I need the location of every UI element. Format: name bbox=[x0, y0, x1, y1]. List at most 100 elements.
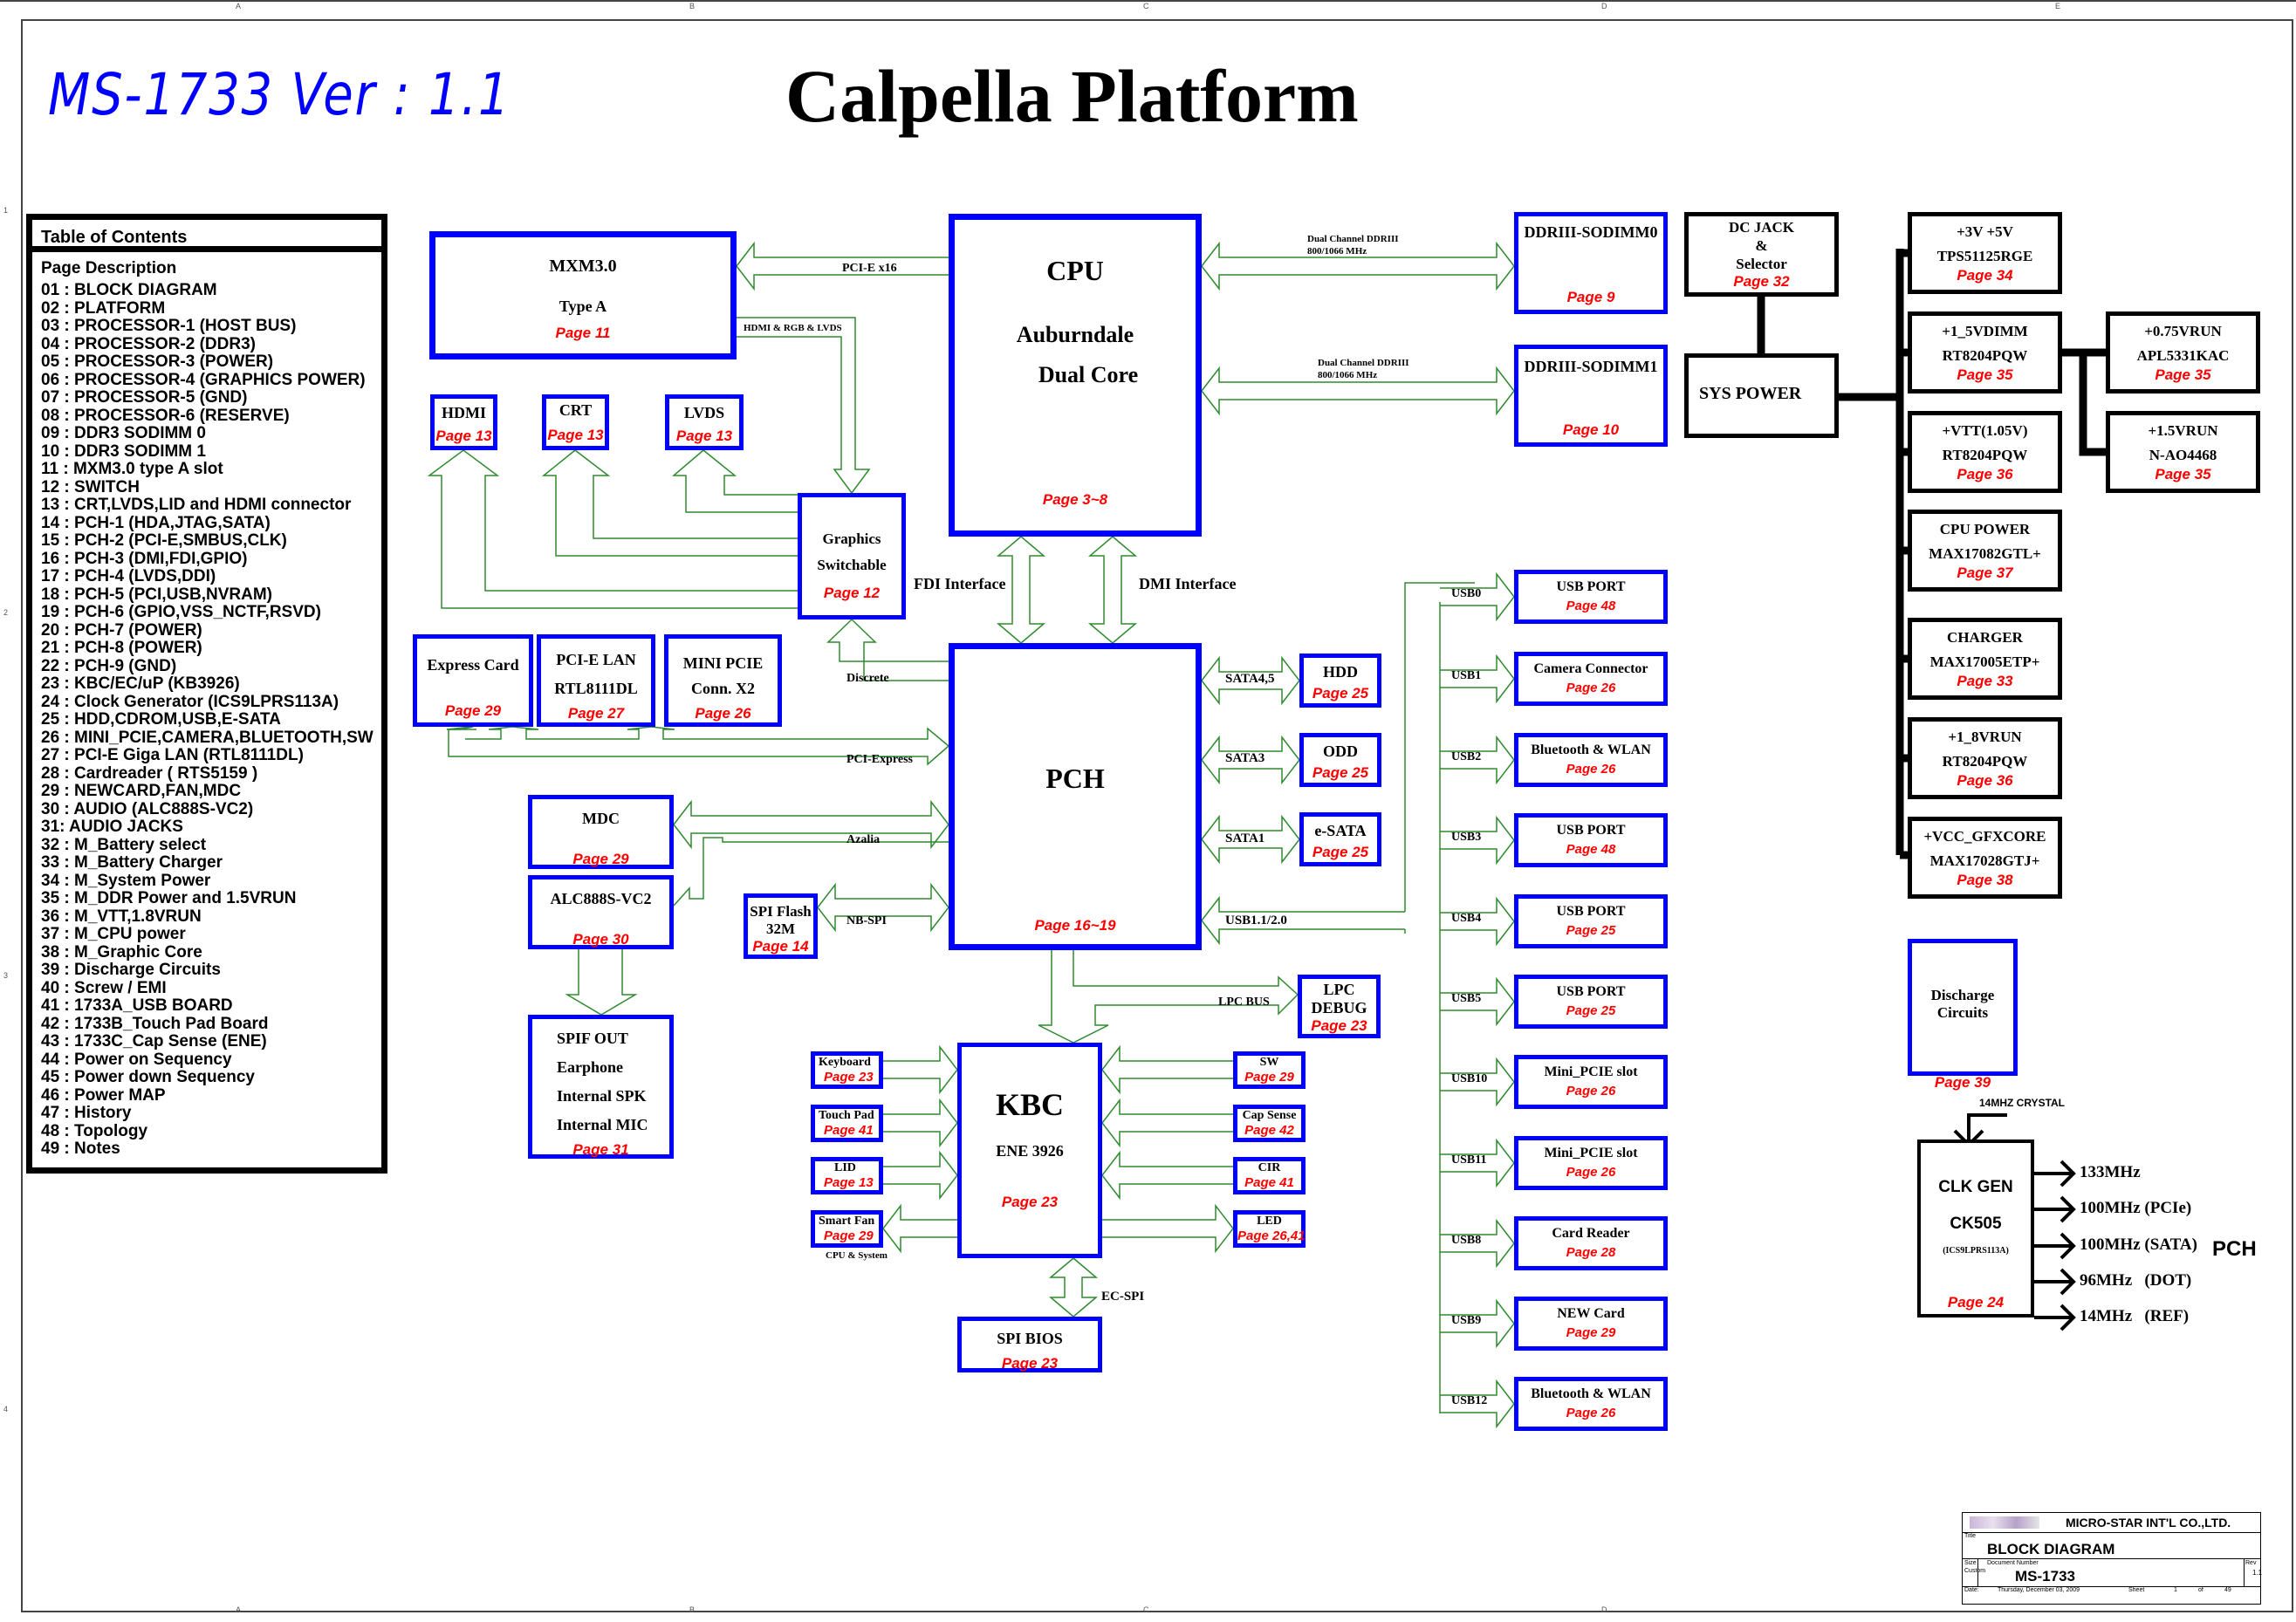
page-ref[interactable]: Page 23 bbox=[1001, 1194, 1059, 1210]
page-ref[interactable]: Page 26 bbox=[1566, 681, 1616, 695]
esata-block[interactable]: e-SATA Page 25 bbox=[1299, 812, 1381, 866]
mxm-block[interactable]: MXM3.0 Type A Page 11 bbox=[429, 231, 737, 359]
sub-rail-block[interactable]: +1.5VRUN N-AO4468 Page 35 bbox=[2106, 411, 2260, 493]
toc-item[interactable]: 15 : PCH-2 (PCI-E,SMBUS,CLK) bbox=[41, 531, 287, 550]
usb-device-block[interactable]: USB PORT Page 48 bbox=[1514, 813, 1668, 867]
page-ref[interactable]: Page 41 bbox=[1244, 1175, 1294, 1190]
page-ref[interactable]: Page 32 bbox=[1733, 273, 1790, 290]
toc-item[interactable]: 32 : M_Battery select bbox=[41, 835, 207, 854]
spi-flash-block[interactable]: SPI Flash 32M Page 14 bbox=[744, 893, 818, 959]
pcie-lan-block[interactable]: PCI-E LAN RTL8111DL Page 27 bbox=[537, 634, 655, 727]
page-ref[interactable]: Page 23 bbox=[824, 1070, 874, 1085]
led-block[interactable]: LED Page 26,41 bbox=[1233, 1210, 1306, 1248]
page-ref[interactable]: Page 39 bbox=[1934, 1074, 1991, 1091]
toc-item[interactable]: 44 : Power on Sequency bbox=[41, 1050, 232, 1069]
power-rail-block[interactable]: +3V +5V TPS51125RGE Page 34 bbox=[1908, 212, 2062, 294]
usb-device-block[interactable]: Bluetooth & WLAN Page 26 bbox=[1514, 1377, 1668, 1431]
smart-fan-block[interactable]: Smart Fan Page 29 bbox=[811, 1210, 883, 1248]
odd-block[interactable]: ODD Page 25 bbox=[1299, 733, 1381, 787]
usb-device-block[interactable]: NEW Card Page 29 bbox=[1514, 1297, 1668, 1351]
sys-power-block[interactable]: SYS POWER bbox=[1684, 353, 1839, 438]
toc-item[interactable]: 20 : PCH-7 (POWER) bbox=[41, 620, 202, 640]
lvds-block[interactable]: LVDS Page 13 bbox=[665, 394, 744, 450]
toc-item[interactable]: 39 : Discharge Circuits bbox=[41, 961, 221, 979]
dc-jack-block[interactable]: DC JACK & Selector Page 32 bbox=[1684, 212, 1839, 297]
toc-item[interactable]: 45 : Power down Sequency bbox=[41, 1068, 255, 1086]
sub-rail-block[interactable]: +0.75VRUN APL5331KAC Page 35 bbox=[2106, 311, 2260, 394]
mini-pcie-block[interactable]: MINI PCIE Conn. X2 Page 26 bbox=[664, 634, 782, 727]
page-ref[interactable]: Page 26 bbox=[1566, 1406, 1616, 1420]
toc-item[interactable]: 41 : 1733A_USB BOARD bbox=[41, 996, 233, 1015]
page-ref[interactable]: Page 33 bbox=[1957, 673, 2013, 689]
page-ref[interactable]: Page 34 bbox=[1957, 267, 2013, 284]
page-ref[interactable]: Page 30 bbox=[572, 931, 629, 948]
usb-device-block[interactable]: USB PORT Page 25 bbox=[1514, 894, 1668, 948]
toc-item[interactable]: 23 : KBC/EC/uP (KB3926) bbox=[41, 674, 240, 693]
toc-item[interactable]: 06 : PROCESSOR-4 (GRAPHICS POWER) bbox=[41, 370, 366, 389]
page-ref[interactable]: Page 12 bbox=[823, 585, 881, 601]
page-ref[interactable]: Page 29 bbox=[824, 1228, 874, 1243]
page-ref[interactable]: Page 13 bbox=[675, 428, 733, 444]
hdmi-block[interactable]: HDMI Page 13 bbox=[430, 394, 497, 450]
power-rail-block[interactable]: CHARGER MAX17005ETP+ Page 33 bbox=[1908, 618, 2062, 700]
toc-item[interactable]: 04 : PROCESSOR-2 (DDR3) bbox=[41, 334, 256, 353]
toc-item[interactable]: 25 : HDD,CDROM,USB,E-SATA bbox=[41, 710, 281, 729]
toc-item[interactable]: 37 : M_CPU power bbox=[41, 925, 186, 943]
kbc-block[interactable]: KBC ENE 3926 Page 23 bbox=[957, 1043, 1102, 1258]
toc-item[interactable]: 13 : CRT,LVDS,LID and HDMI connector bbox=[41, 496, 352, 514]
page-ref[interactable]: Page 48 bbox=[1566, 842, 1616, 857]
page-ref[interactable]: Page 37 bbox=[1957, 565, 2013, 581]
page-ref[interactable]: Page 26 bbox=[1566, 762, 1616, 777]
page-ref[interactable]: Page 23 bbox=[1001, 1355, 1059, 1372]
page-ref[interactable]: Page 29 bbox=[444, 702, 502, 719]
usb-device-block[interactable]: Camera Connector Page 26 bbox=[1514, 652, 1668, 706]
toc-item[interactable]: 30 : AUDIO (ALC888S-VC2) bbox=[41, 799, 254, 818]
power-rail-block[interactable]: +1_5VDIMM RT8204PQW Page 35 bbox=[1908, 311, 2062, 394]
audio-jacks-block[interactable]: SPIF OUT Earphone Internal SPK Internal … bbox=[528, 1015, 674, 1159]
page-ref[interactable]: Page 29 bbox=[1566, 1325, 1616, 1340]
toc-item[interactable]: 34 : M_System Power bbox=[41, 871, 211, 890]
page-ref[interactable]: Page 26 bbox=[695, 705, 751, 722]
page-ref[interactable]: Page 11 bbox=[555, 325, 611, 341]
cpu-block[interactable]: CPU Auburndale Dual Core Page 3~8 bbox=[949, 214, 1202, 537]
toc-item[interactable]: 10 : DDR3 SODIMM 1 bbox=[41, 441, 206, 461]
page-ref[interactable]: Page 41 bbox=[824, 1123, 874, 1138]
page-ref[interactable]: Page 13 bbox=[824, 1175, 874, 1190]
usb-device-block[interactable]: Mini_PCIE slot Page 26 bbox=[1514, 1136, 1668, 1190]
express-card-block[interactable]: Express Card Page 29 bbox=[413, 634, 533, 727]
lid-block[interactable]: LID Page 13 bbox=[811, 1157, 883, 1194]
toc-item[interactable]: 09 : DDR3 SODIMM 0 bbox=[41, 424, 206, 442]
page-ref[interactable]: Page 48 bbox=[1566, 599, 1616, 613]
power-rail-block[interactable]: +VCC_GFXCORE MAX17028GTJ+ Page 38 bbox=[1908, 817, 2062, 899]
toc-item[interactable]: 47 : History bbox=[41, 1104, 132, 1122]
toc-item[interactable]: 11 : MXM3.0 type A slot bbox=[41, 460, 223, 478]
page-ref[interactable]: Page 35 bbox=[1957, 366, 2013, 383]
page-ref[interactable]: Page 36 bbox=[1957, 466, 2013, 482]
sw-block[interactable]: SW Page 29 bbox=[1233, 1051, 1306, 1089]
power-rail-block[interactable]: +VTT(1.05V) RT8204PQW Page 36 bbox=[1908, 411, 2062, 493]
toc-item[interactable]: 01 : BLOCK DIAGRAM bbox=[41, 281, 217, 299]
toc-item[interactable]: 02 : PLATFORM bbox=[41, 298, 166, 318]
toc-item[interactable]: 40 : Screw / EMI bbox=[41, 978, 167, 997]
page-ref[interactable]: Page 29 bbox=[572, 851, 629, 867]
pch-block[interactable]: PCH Page 16~19 bbox=[949, 643, 1202, 950]
touchpad-block[interactable]: Touch Pad Page 41 bbox=[811, 1105, 883, 1142]
toc-item[interactable]: 43 : 1733C_Cap Sense (ENE) bbox=[41, 1032, 267, 1051]
page-ref[interactable]: Page 31 bbox=[572, 1141, 629, 1158]
hdd-block[interactable]: HDD Page 25 bbox=[1299, 654, 1381, 708]
cir-block[interactable]: CIR Page 41 bbox=[1233, 1157, 1306, 1194]
cap-sense-block[interactable]: Cap Sense Page 42 bbox=[1233, 1105, 1306, 1142]
usb-device-block[interactable]: Bluetooth & WLAN Page 26 bbox=[1514, 733, 1668, 787]
lpc-debug-block[interactable]: LPC DEBUG Page 23 bbox=[1298, 975, 1381, 1038]
page-ref[interactable]: Page 35 bbox=[2155, 466, 2211, 482]
page-ref[interactable]: Page 3~8 bbox=[1042, 491, 1108, 508]
toc-item[interactable]: 29 : NEWCARD,FAN,MDC bbox=[41, 782, 242, 800]
usb-device-block[interactable]: Card Reader Page 28 bbox=[1514, 1216, 1668, 1270]
toc-item[interactable]: 42 : 1733B_Touch Pad Board bbox=[41, 1014, 269, 1033]
toc-item[interactable]: 21 : PCH-8 (POWER) bbox=[41, 639, 202, 657]
page-ref[interactable]: Page 25 bbox=[1566, 1003, 1616, 1018]
toc-item[interactable]: 35 : M_DDR Power and 1.5VRUN bbox=[41, 889, 297, 907]
page-ref[interactable]: Page 26 bbox=[1566, 1165, 1616, 1180]
toc-item[interactable]: 24 : Clock Generator (ICS9LPRS113A) bbox=[41, 692, 339, 711]
page-ref[interactable]: Page 28 bbox=[1566, 1245, 1616, 1260]
